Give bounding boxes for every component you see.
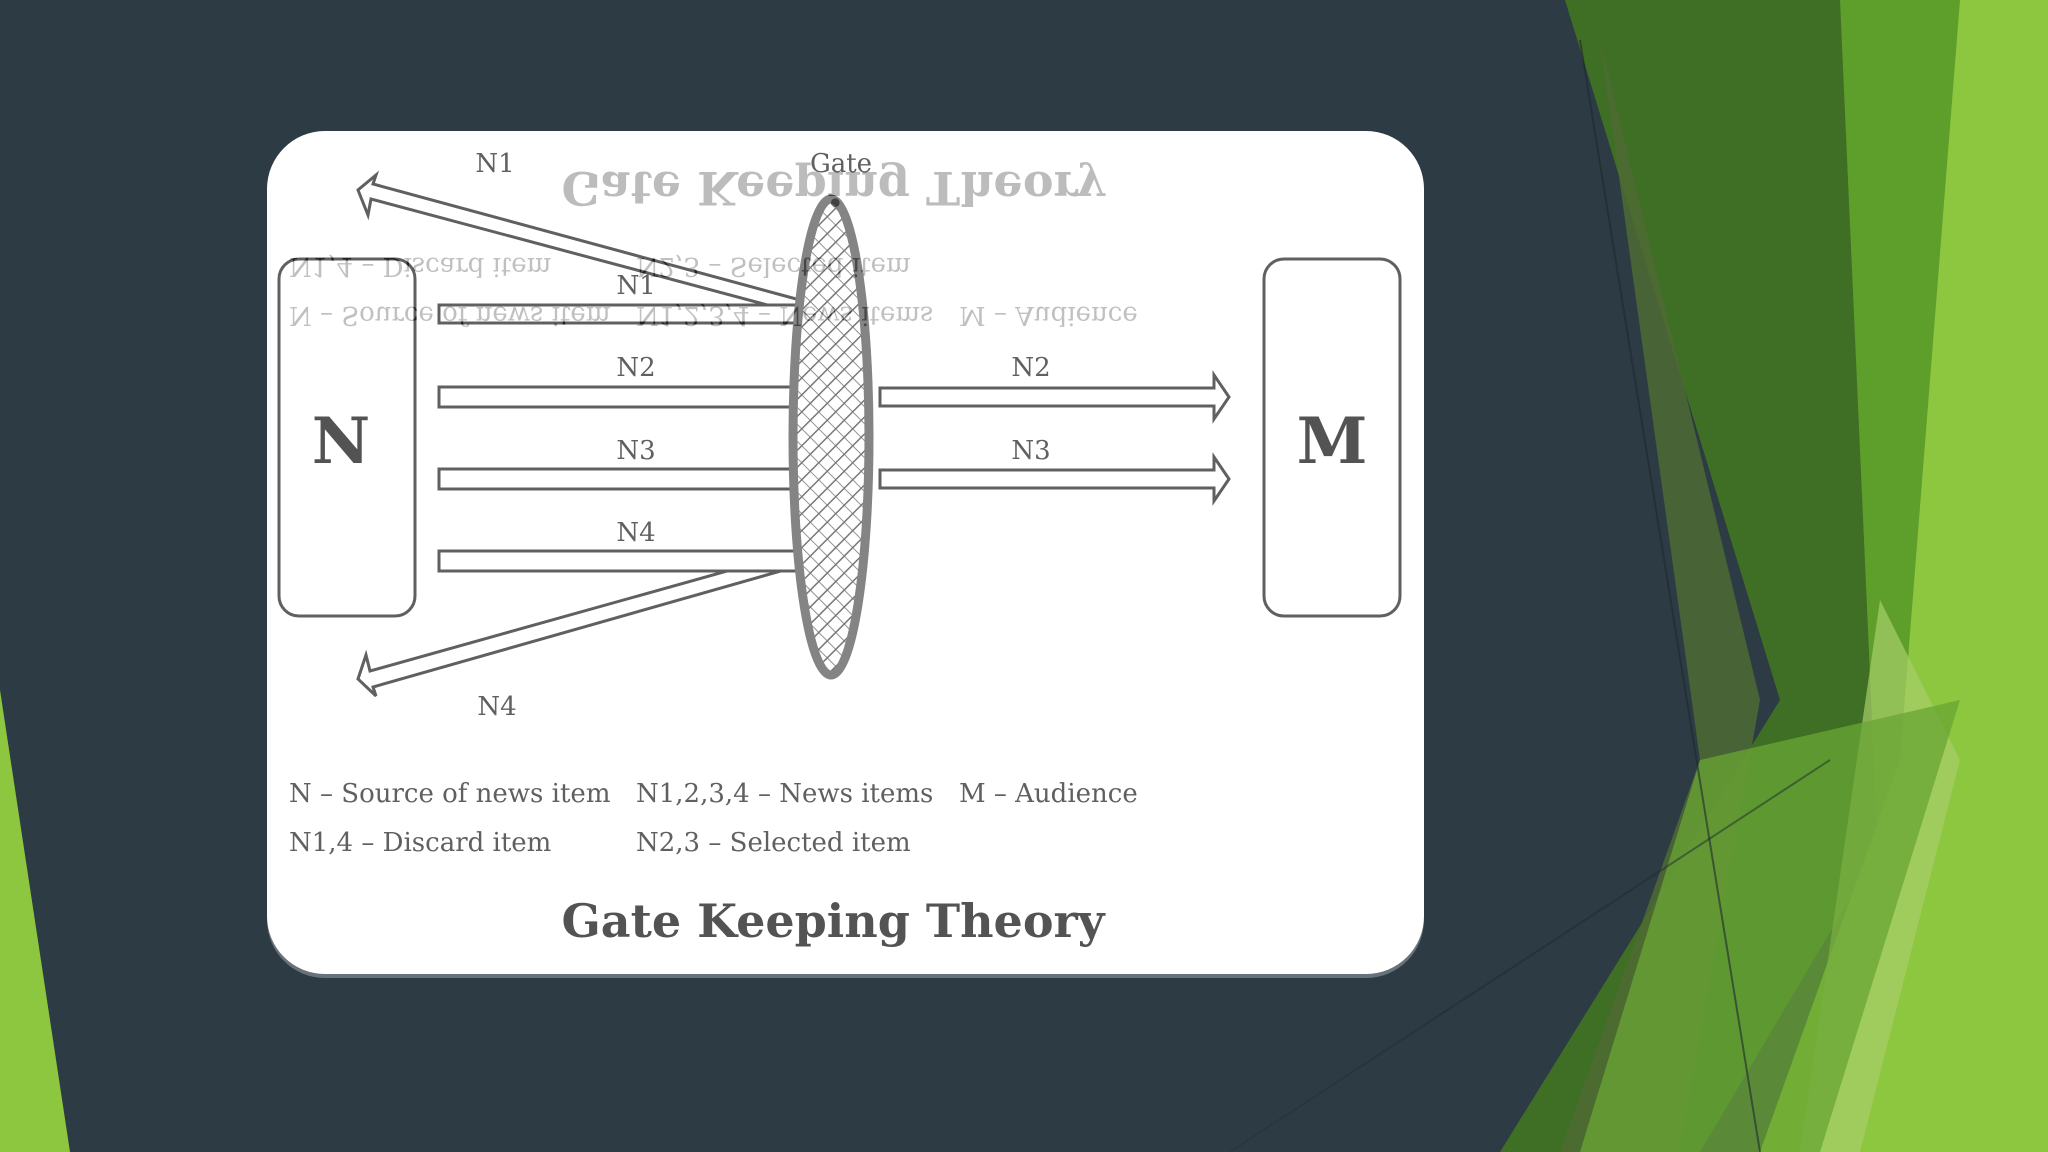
input-arrow-n2 (437, 385, 824, 409)
input-label-n2: N2 (616, 353, 655, 383)
input-arrow-n1-shaft (437, 303, 824, 325)
source-box (277, 257, 417, 618)
gate (788, 194, 874, 680)
output-label-n3: N3 (1011, 436, 1050, 466)
reflection-fade (267, 978, 1424, 1152)
input-label-n1: N1 (616, 271, 655, 301)
audience-box (1262, 257, 1402, 618)
output-label-n2: N2 (1011, 353, 1050, 383)
legend-news-items: N1,2,3,4 – News items (636, 779, 933, 809)
input-arrow-n4 (437, 549, 824, 573)
discard-top-label: N1 (475, 149, 514, 179)
gate-label: Gate (810, 149, 872, 179)
left-green-facet (0, 690, 70, 1152)
input-label-n3: N3 (616, 436, 655, 466)
legend-source: N – Source of news item (289, 779, 610, 809)
diagram-card: N M Gate N1 N4 N1 N2 N3 N4 N2 N3 N (267, 131, 1424, 974)
output-arrow-n3 (878, 452, 1231, 506)
diagram-title: Gate Keeping Theory (562, 894, 1106, 948)
audience-box-label: M (1297, 404, 1368, 479)
source-box-label: N (312, 404, 371, 479)
discard-bottom-label: N4 (477, 692, 516, 722)
legend-selected: N2,3 – Selected item (636, 828, 911, 858)
green-facet-light (1760, 0, 2048, 1152)
legend-discard: N1,4 – Discard item (289, 828, 551, 858)
input-arrow-n3 (437, 467, 824, 491)
input-label-n4: N4 (616, 518, 655, 548)
discard-arrow-top (356, 170, 824, 321)
green-facet-bright (1580, 700, 1960, 1152)
output-arrow-n2 (878, 370, 1231, 424)
legend-audience: M – Audience (959, 779, 1138, 809)
